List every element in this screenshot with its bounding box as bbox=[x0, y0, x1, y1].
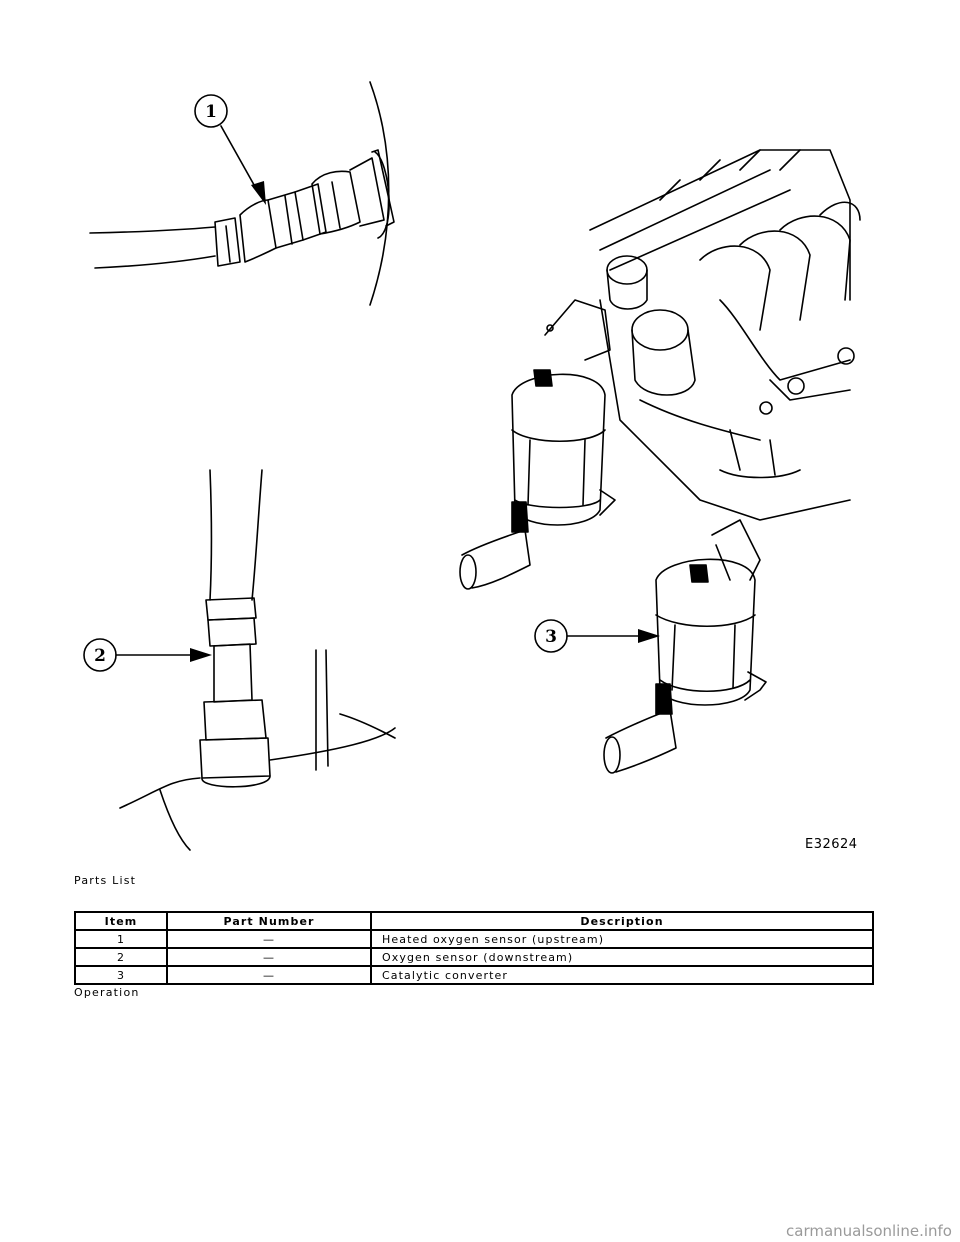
cell-description: Heated oxygen sensor (upstream) bbox=[370, 929, 874, 949]
table-row: 3 — Catalytic converter bbox=[74, 965, 874, 985]
operation-title: Operation bbox=[74, 986, 140, 999]
parts-list-title: Parts List bbox=[74, 874, 137, 887]
column-header-part-number: Part Number bbox=[166, 911, 372, 931]
cell-part-number: — bbox=[166, 965, 372, 985]
parts-list-table: Item Part Number Description 1 — Heated … bbox=[74, 911, 874, 985]
column-header-description: Description bbox=[370, 911, 874, 931]
callout-3-number: 3 bbox=[545, 627, 557, 647]
cell-part-number: — bbox=[166, 947, 372, 967]
callout-2-number: 2 bbox=[94, 646, 106, 666]
cell-item: 1 bbox=[74, 929, 168, 949]
column-header-item: Item bbox=[74, 911, 168, 931]
watermark: carmanualsonline.info bbox=[786, 1222, 952, 1240]
callout-1-arrow bbox=[251, 181, 266, 205]
callout-3: 3 bbox=[534, 619, 660, 653]
cell-part-number: — bbox=[166, 929, 372, 949]
table-header-row: Item Part Number Description bbox=[74, 911, 874, 931]
callout-1: 1 bbox=[194, 94, 266, 205]
callout-1-number: 1 bbox=[205, 102, 217, 122]
callout-2: 2 bbox=[83, 638, 212, 672]
figure-code: E32624 bbox=[805, 837, 858, 852]
cell-description: Oxygen sensor (downstream) bbox=[370, 947, 874, 967]
table-row: 1 — Heated oxygen sensor (upstream) bbox=[74, 929, 874, 949]
engine-assembly-illustration bbox=[459, 149, 861, 774]
table-row: 2 — Oxygen sensor (downstream) bbox=[74, 947, 874, 967]
detail-downstream-sensor bbox=[119, 469, 396, 851]
callout-2-arrow bbox=[190, 648, 212, 662]
callout-3-arrow bbox=[638, 629, 660, 643]
exhaust-oxygen-sensor-figure: 1 2 bbox=[83, 81, 861, 852]
cell-description: Catalytic converter bbox=[370, 965, 874, 985]
cell-item: 3 bbox=[74, 965, 168, 985]
cell-item: 2 bbox=[74, 947, 168, 967]
detail-upstream-sensor bbox=[89, 81, 395, 306]
